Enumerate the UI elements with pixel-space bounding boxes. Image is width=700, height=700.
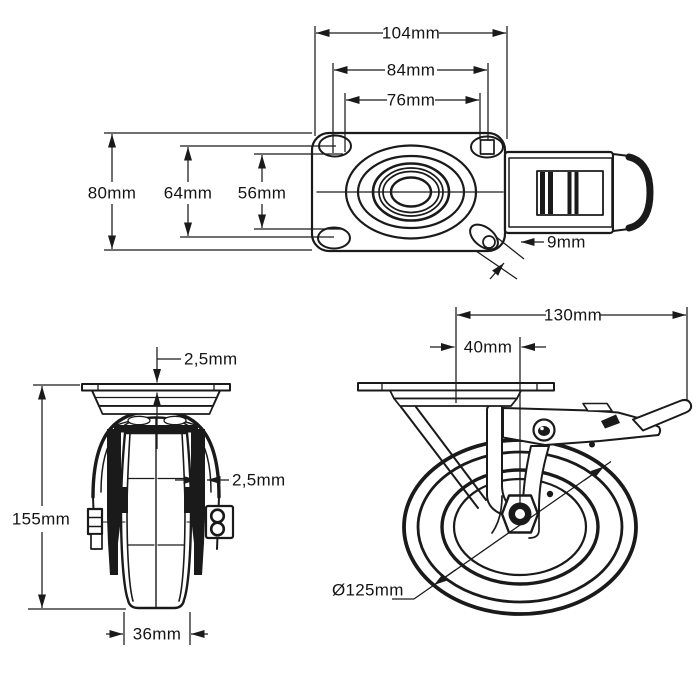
dim-84mm-label: 84mm	[387, 61, 435, 80]
dim-36mm: 36mm	[106, 612, 208, 645]
brake-housing-side	[502, 398, 693, 448]
bolt-hole-top-right	[470, 135, 504, 159]
dim-9mm-label: 9mm	[547, 233, 586, 252]
dim-130mm-label: 130mm	[544, 306, 602, 325]
dim-130mm: 130mm	[455, 306, 688, 403]
dim-2-5mm-plate: 2,5mm	[153, 347, 237, 449]
fork-leg-right	[191, 429, 205, 575]
dim-155mm: 155mm	[12, 384, 80, 608]
dim-plate-thickness-label: 2,5mm	[184, 350, 237, 369]
brake-housing-top	[503, 150, 654, 235]
swivel-raceway-rings	[344, 144, 478, 240]
dim-76mm-label: 76mm	[387, 91, 435, 110]
race-window-left	[127, 415, 151, 426]
dim-104mm: 104mm	[314, 24, 508, 139]
race-window-right	[163, 415, 187, 426]
dim-155mm-label: 155mm	[12, 510, 70, 529]
lever-pivot-wedge	[601, 414, 620, 429]
bolt-square-nut	[479, 139, 495, 155]
fork-front	[91, 409, 221, 575]
fork-leg-left	[107, 429, 121, 575]
dim-76mm: 76mm	[344, 91, 481, 152]
brake-pedal-cap-rim	[625, 153, 654, 232]
axle-nut-hex	[500, 494, 540, 534]
axle-nut-pin-bottom	[209, 521, 226, 537]
dim-diameter-label: Ø125mm	[332, 581, 404, 600]
dim-80mm: 80mm	[88, 132, 312, 251]
axle-bolt-head	[86, 507, 104, 536]
dim-84mm: 84mm	[332, 61, 489, 153]
axle-front	[86, 504, 235, 550]
swivel-race-bar	[114, 425, 198, 433]
wheel-front	[119, 417, 193, 610]
side-view: 130mm 40mm Ø125mm	[332, 306, 693, 616]
dim-36mm-label: 36mm	[133, 625, 181, 644]
dim-80mm-label: 80mm	[88, 184, 136, 203]
axle-bolt-foot	[90, 533, 103, 550]
axle-nut-pin-top	[209, 508, 226, 524]
swivel-head-front	[91, 389, 221, 407]
bolt-hole-bottom-right	[469, 223, 499, 251]
dim-40mm: 40mm	[430, 337, 546, 507]
dim-56mm: 56mm	[238, 153, 343, 230]
dim-2-5mm-tread: 2,5mm	[175, 471, 285, 490]
dim-9mm: 9mm	[475, 233, 586, 280]
dim-tread-thickness-label: 2,5mm	[232, 471, 285, 490]
dim-104mm-label: 104mm	[382, 24, 440, 43]
dim-125mm: Ø125mm	[332, 460, 612, 600]
bolt-hole-bottom-left	[317, 226, 351, 250]
mounting-plate-front	[81, 383, 231, 392]
dim-56mm-label: 56mm	[238, 184, 286, 203]
dim-64mm-label: 64mm	[164, 184, 212, 203]
housing-tab	[582, 402, 613, 412]
dim-64mm: 64mm	[164, 145, 336, 238]
top-view: 104mm 84mm 76mm 80mm	[88, 24, 654, 280]
brake-pedal-lever	[632, 398, 693, 432]
front-view: 155mm 2,5mm 2,5mm 36mm	[12, 347, 285, 645]
dim-40mm-label: 40mm	[464, 338, 512, 357]
bolt-head-bottom-right	[482, 235, 496, 249]
